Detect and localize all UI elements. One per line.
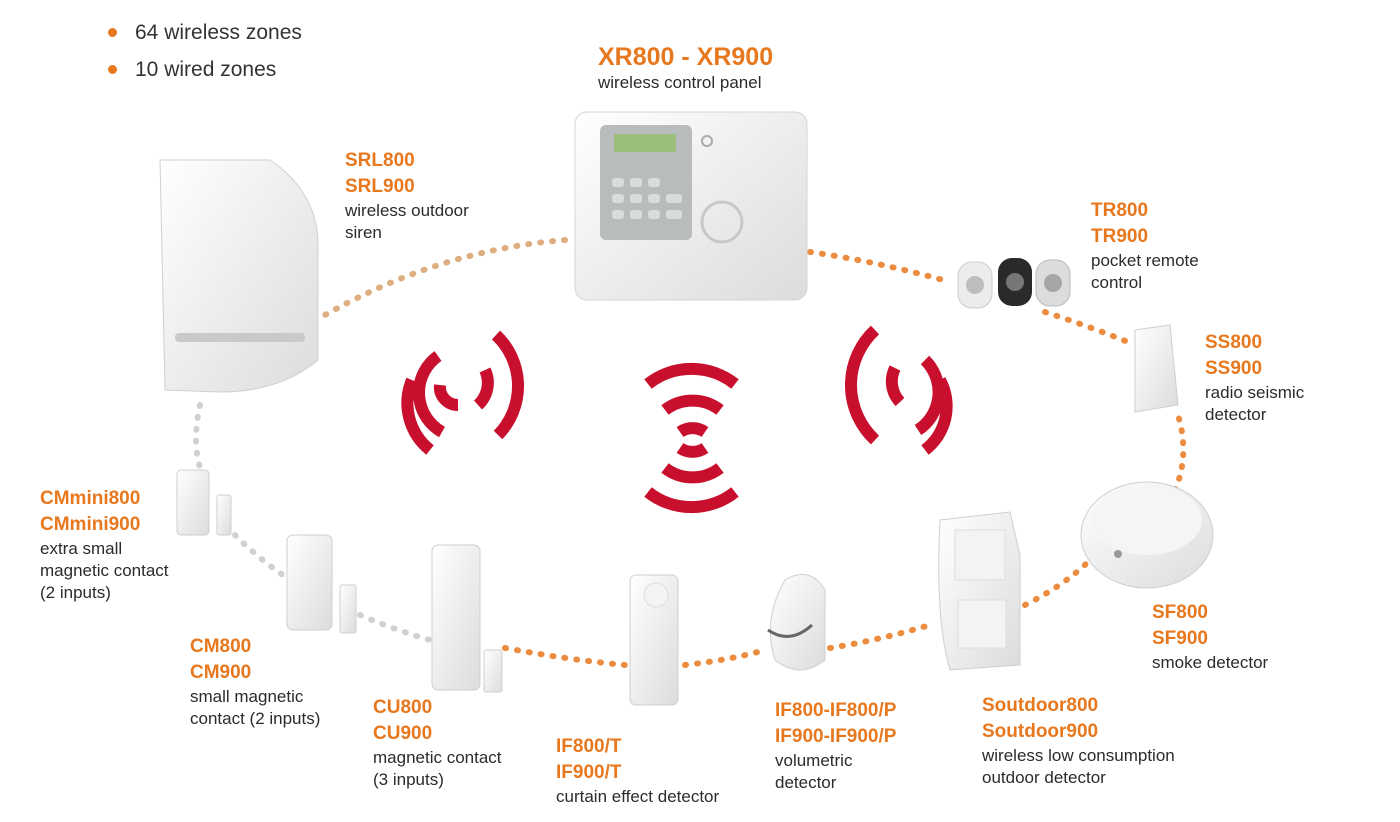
volumetric-detector-image: [767, 573, 826, 671]
feature-item: 10 wired zones: [108, 51, 302, 88]
label-cmmini-contact: CMmini800 CMmini900 extra small magnetic…: [40, 488, 169, 602]
seismic-detector-image: [1134, 324, 1179, 413]
label-siren: SRL800 SRL900 wireless outdoor siren: [345, 150, 469, 242]
label-smoke: SF800 SF900 smoke detector: [1152, 602, 1269, 672]
remote-controls-image: [957, 258, 1071, 309]
label-control-panel: XR800 - XR900 wireless control panel: [598, 43, 774, 92]
cm-contact-image: [286, 534, 357, 634]
feature-list: 64 wireless zones 10 wired zones: [108, 14, 302, 88]
smoke-detector-image: [1080, 481, 1214, 589]
label-outdoor: Soutdoor800 Soutdoor900 wireless low con…: [982, 695, 1175, 787]
siren-image: [159, 159, 319, 393]
label-seismic: SS800 SS900 radio seismic detector: [1205, 332, 1305, 424]
outdoor-detector-image: [938, 511, 1021, 671]
bullet-icon: [108, 28, 117, 37]
bullet-icon: [108, 65, 117, 74]
connection-dots: [193, 237, 1187, 668]
curtain-detector-image: [629, 574, 679, 706]
radio-wave-icon-right: [844, 325, 953, 455]
radio-wave-icon-left: [401, 330, 525, 455]
radio-wave-icon-center: [644, 362, 739, 514]
feature-item: 64 wireless zones: [108, 14, 302, 51]
cmmini-contact-image: [176, 469, 232, 536]
label-remote: TR800 TR900 pocket remote control: [1091, 200, 1199, 292]
label-cm-contact: CM800 CM900 small magnetic contact (2 in…: [190, 636, 321, 728]
label-cu-contact: CU800 CU900 magnetic contact (3 inputs): [373, 697, 502, 789]
label-volumetric: IF800-IF800/P IF900-IF900/P volumetric d…: [775, 700, 897, 792]
cu-contact-image: [431, 544, 503, 693]
label-curtain: IF800/T IF900/T curtain effect detector: [556, 736, 720, 806]
control-panel-image: [574, 111, 808, 301]
